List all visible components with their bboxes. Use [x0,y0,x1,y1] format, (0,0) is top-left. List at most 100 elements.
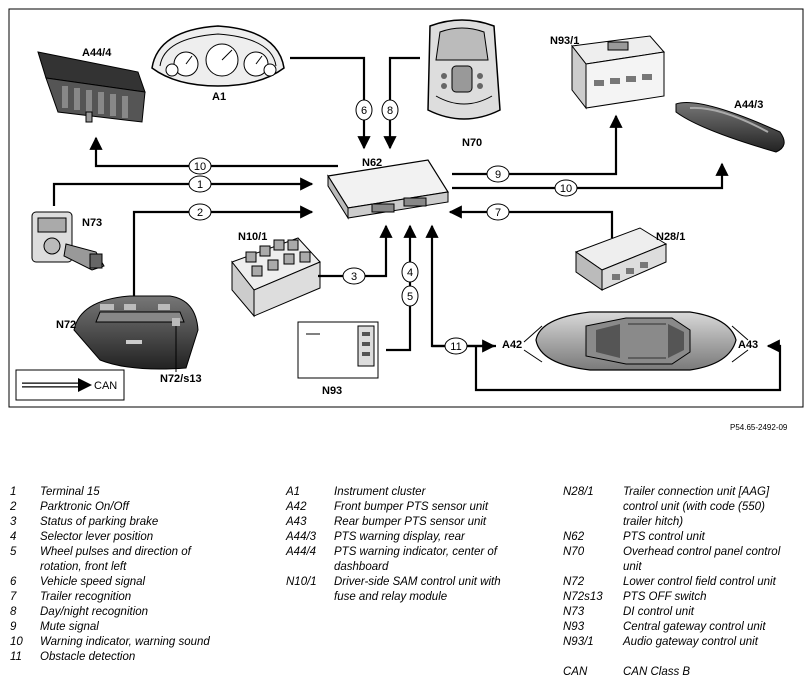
legend-key: N70 [563,546,585,558]
legend-row: fuse and relay module [286,590,526,605]
legend-key: N28/1 [563,486,594,498]
legend-text: Mute signal [40,621,99,633]
signal-badge-10-left: 10 [188,157,212,175]
svg-text:9: 9 [495,169,501,181]
component-labels: A44/4 A1 N70 N93/1 A44/3 N62 N73 N10/1 N… [56,35,763,397]
label-n93: N93 [322,385,342,397]
a1-instrument-cluster-image [151,25,285,87]
signal-number-badges: 10 6 8 1 2 3 4 5 9 10 7 11 [188,99,578,355]
label-n70: N70 [462,137,482,149]
legend-row: 6 Vehicle speed signal [10,575,255,590]
legend-text: Parktronic On/Off [40,501,129,513]
label-n93-1: N93/1 [550,35,579,47]
n62-pts-control-unit-image [327,159,449,220]
svg-text:7: 7 [495,207,501,219]
legend-row: rotation, front left [10,560,255,575]
a44-3-warning-display-image [675,102,785,153]
legend-key [10,560,40,575]
label-n73: N73 [82,217,102,229]
legend-text: rotation, front left [40,561,127,573]
label-a1: A1 [212,91,226,103]
legend-key [563,500,623,515]
legend-key: 9 [10,621,17,633]
legend-key: N73 [563,606,585,618]
legend-key: A42 [286,501,307,513]
legend-text: Vehicle speed signal [40,576,146,588]
svg-text:1: 1 [197,179,203,191]
legend-key: N72s13 [563,591,603,603]
legend-row: control unit (with code (550) [563,500,808,515]
signal-badge-9: 9 [486,165,510,183]
pts-network-diagram: 10 6 8 1 2 3 4 5 9 10 7 11 A44/4 A1 N70 … [8,8,804,408]
legend-key [563,560,623,575]
n93-central-gateway-image [297,321,379,379]
legend-text: Status of parking brake [40,516,159,528]
signal-badge-1: 1 [188,175,212,193]
label-a43: A43 [738,339,758,351]
label-n28-1: N28/1 [656,231,685,243]
svg-text:2: 2 [197,207,203,219]
legend-text: unit [623,561,642,573]
svg-text:10: 10 [560,183,572,195]
legend-row [563,650,808,665]
legend-text: PTS warning display, rear [334,531,465,543]
signal-badge-2: 2 [188,203,212,221]
legend-key: N93/1 [563,636,594,648]
signal-badge-11: 11 [444,337,468,355]
legend-key [286,560,334,575]
legend-text: Rear bumper PTS sensor unit [334,516,487,528]
legend-text: dashboard [334,561,389,573]
legend-key: A43 [286,516,307,528]
figure-reference: P54.65-2492-09 [730,423,788,432]
legend-text: PTS OFF switch [623,591,707,603]
legend-key: 8 [10,606,17,618]
legend-text: Audio gateway control unit [623,636,758,648]
svg-text:5: 5 [407,291,413,303]
n73-di-control-unit-image [31,211,105,271]
legend-key: 7 [10,591,17,603]
legend-text: fuse and relay module [334,591,448,603]
legend-row: N93/1 Audio gateway control unit [563,635,808,650]
label-n62: N62 [362,157,382,169]
legend-key: N72 [563,576,585,588]
legend-text: PTS control unit [623,531,705,543]
legend-text: PTS warning indicator, center of [334,546,497,558]
legend-text: Central gateway control unit [623,621,766,633]
signal-badge-4: 4 [401,261,419,283]
legend-row: unit [563,560,808,575]
legend-key: 2 [10,501,17,513]
legend-key: CAN [563,666,588,678]
legend-text: Driver-side SAM control unit with [334,576,501,588]
legend-text: control unit (with code (550) [623,501,765,513]
legend-row: dashboard [286,560,526,575]
svg-text:4: 4 [407,267,413,279]
legend-text [623,650,808,665]
legend-key: 11 [10,651,22,663]
legend-key: N62 [563,531,585,543]
legend-text: Wheel pulses and direction of [40,546,191,558]
legend-row: 2 Parktronic On/Off [10,500,255,515]
legend-key: 6 [10,576,17,588]
legend-row: 5 Wheel pulses and direction of [10,545,255,560]
label-n72: N72 [56,319,76,331]
diagram-frame [8,8,804,408]
legend-text: Selector lever position [40,531,154,543]
n93-1-audio-gateway-image [571,35,665,110]
legend-text: Instrument cluster [334,486,426,498]
legend-key: 5 [10,546,17,558]
sensor-lines [523,325,749,363]
